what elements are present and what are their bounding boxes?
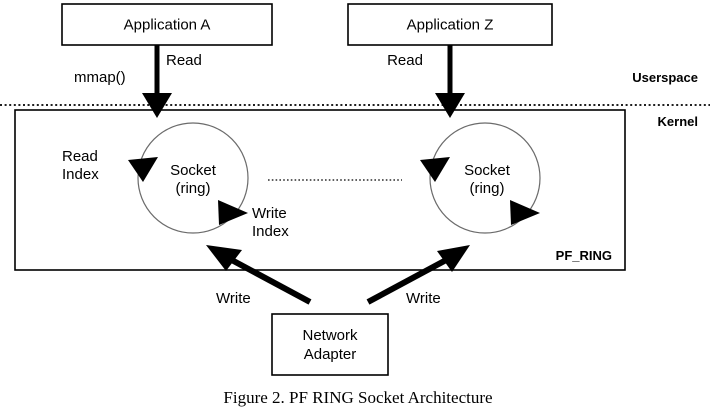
figure-caption: Figure 2. PF RING Socket Architecture [223,388,492,407]
read-arrow-right-label: Read [387,52,423,69]
pfring-rect [14,109,626,271]
socket-left-circle [137,122,249,234]
read-arrow-right-head [435,93,465,118]
pfring-container-box: PF_RING [14,109,626,271]
application-a-rect [61,3,273,46]
write-arrow-left: Write [206,245,312,307]
write-arrow-right-head [437,245,470,272]
socket-left: Socket (ring) Read Index Write Index [62,122,289,240]
socket-left-read-index-arrow [128,157,158,182]
write-arrow-right-shaft [366,256,450,305]
socket-right-label-line1: Socket [464,162,511,179]
write-arrow-right: Write [366,245,470,307]
read-arrow-left-head [142,93,172,118]
socket-left-label-line1: Socket [170,162,217,179]
socket-left-read-index-line1: Read [62,148,98,165]
application-a-label: Application A [124,16,211,33]
pfring-label: PF_RING [556,248,612,263]
write-arrow-left-shaft [226,255,312,305]
socket-left-write-index-line1: Write [252,205,287,222]
socket-right-write-index-arrow [510,200,540,225]
application-z-box: Application Z [347,3,553,46]
write-arrow-left-label: Write [216,290,251,307]
write-arrow-left-head [206,245,242,271]
userspace-label: Userspace [632,70,698,85]
socket-left-write-index-arrow [218,200,248,225]
write-arrow-right-label: Write [406,290,441,307]
application-z-rect [347,3,553,46]
read-arrow-right: Read [387,45,465,118]
socket-right-read-index-arrow [420,157,450,182]
socket-left-read-index-line2: Index [62,166,99,183]
network-adapter-box: Network Adapter [271,313,389,376]
socket-right-label-line2: (ring) [469,180,504,197]
socket-left-label-line2: (ring) [175,180,210,197]
socket-left-write-index-line2: Index [252,223,289,240]
network-adapter-label-line1: Network [302,327,358,344]
network-adapter-label-line2: Adapter [304,346,357,363]
socket-right: Socket (ring) [420,122,541,234]
application-a-box: Application A [61,3,273,46]
read-arrow-left: Read [142,45,202,118]
socket-right-circle [429,122,541,234]
kernel-label: Kernel [658,114,698,129]
read-arrow-left-label: Read [166,52,202,69]
mmap-label: mmap() [74,69,126,86]
network-adapter-rect [271,313,389,376]
application-z-label: Application Z [407,16,494,33]
